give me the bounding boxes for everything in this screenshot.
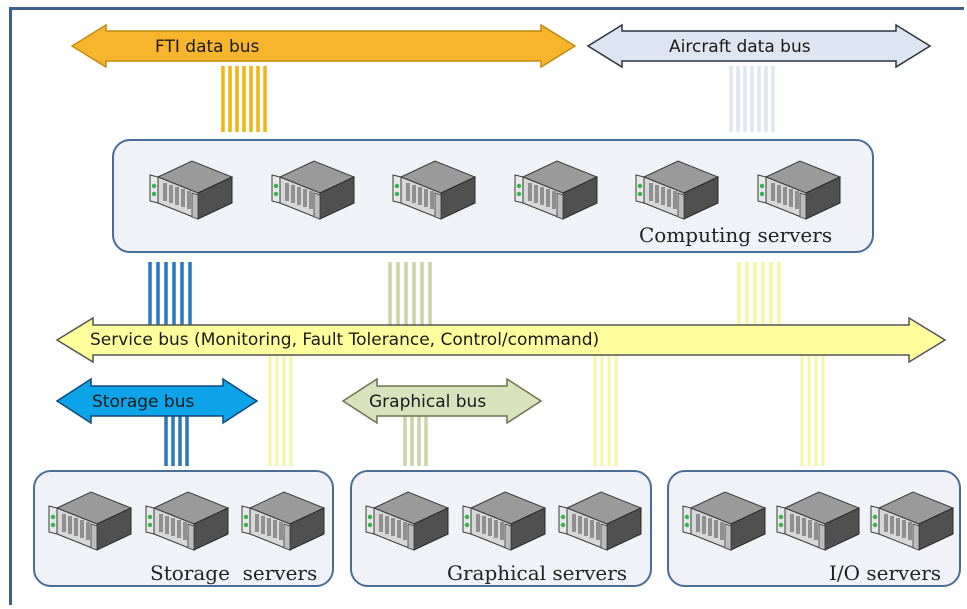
storage-servers-label: Storage servers [150,561,318,585]
computing-servers-label: Computing servers [639,223,833,247]
io-servers [677,484,957,554]
server-icon [457,484,549,559]
io-servers-cluster: I/O servers [667,470,961,587]
storage-servers [43,484,328,554]
server-icon [140,484,232,559]
server-icon [43,484,135,559]
computing-service-link [737,262,781,328]
fti-data-bus-arrow [70,23,577,69]
server-icon [144,153,236,228]
server-icon [266,153,358,228]
service-bus-label: Service bus (Monitoring, Fault Tolerance… [90,330,600,350]
server-icon [677,484,769,559]
graphical-link-upper [388,262,432,328]
graphical-servers-label: Graphical servers [447,561,628,585]
storage-bus-arrow [55,377,259,425]
graphical-servers [360,484,645,554]
server-icon [236,484,328,559]
graphical-bus-arrow [341,377,543,425]
graphical-bus-label: Graphical bus [369,392,487,412]
server-icon [771,484,863,559]
aircraft-data-bus-arrow [586,23,932,69]
diagram-frame [9,7,964,605]
aircraft-data-bus-label: Aircraft data bus [669,37,811,57]
io-servers-label: I/O servers [829,561,942,585]
aircraft-link [729,66,775,132]
computing-servers-cluster: Computing servers [112,139,874,253]
server-icon [630,153,722,228]
server-icon [509,153,601,228]
fti-data-bus-label: FTI data bus [155,37,260,57]
graphical-service-link [593,355,618,466]
storage-service-link [268,355,293,466]
server-icon [865,484,957,559]
graphical-servers-cluster: Graphical servers [350,470,652,587]
server-icon [387,153,479,228]
storage-bus-label: Storage bus [92,392,195,412]
server-icon [360,484,452,559]
server-icon [553,484,645,559]
io-service-link [800,355,825,466]
fti-link [221,66,267,132]
computing-servers [144,153,844,223]
service-bus-arrow [55,316,947,364]
server-icon [752,153,844,228]
storage-servers-cluster: Storage servers [33,470,334,587]
